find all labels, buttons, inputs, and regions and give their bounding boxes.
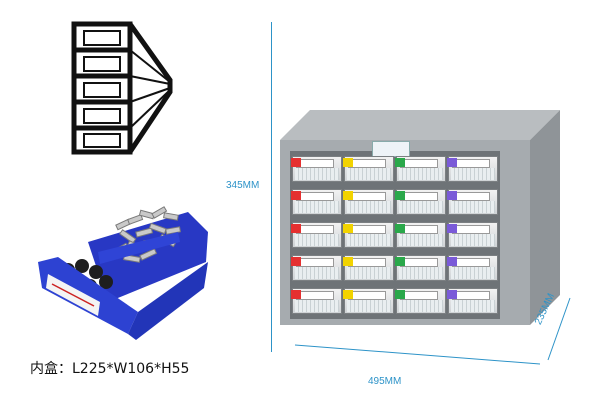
drawer — [291, 288, 342, 314]
drawer — [343, 189, 394, 215]
drawer — [291, 255, 342, 281]
drawer — [395, 255, 446, 281]
drawer — [447, 222, 498, 248]
cabinet-brand-plate — [372, 141, 410, 157]
drawer-rack-frame-image — [71, 21, 173, 155]
drawer — [395, 288, 446, 314]
drawer — [343, 222, 394, 248]
drawer — [343, 288, 394, 314]
height-dimension-line — [271, 22, 272, 352]
bin-dimensions-caption: 内盒：L225*W106*H55 — [30, 361, 190, 377]
depth-dimension-line — [547, 297, 571, 361]
storage-bin-image — [38, 206, 208, 340]
drawer — [395, 222, 446, 248]
drawer — [447, 288, 498, 314]
drawer — [395, 189, 446, 215]
drawer — [343, 156, 394, 182]
width-dimension-label: 495MM — [368, 376, 402, 387]
drawer — [447, 156, 498, 182]
drawer — [343, 255, 394, 281]
drawer — [291, 189, 342, 215]
drawer — [291, 222, 342, 248]
width-dimension-line — [294, 344, 541, 365]
drawer — [447, 255, 498, 281]
height-dimension-label: 345MM — [226, 180, 260, 191]
drawer — [395, 156, 446, 182]
drawer — [447, 189, 498, 215]
drawer — [291, 156, 342, 182]
drawer-grid — [291, 156, 498, 324]
